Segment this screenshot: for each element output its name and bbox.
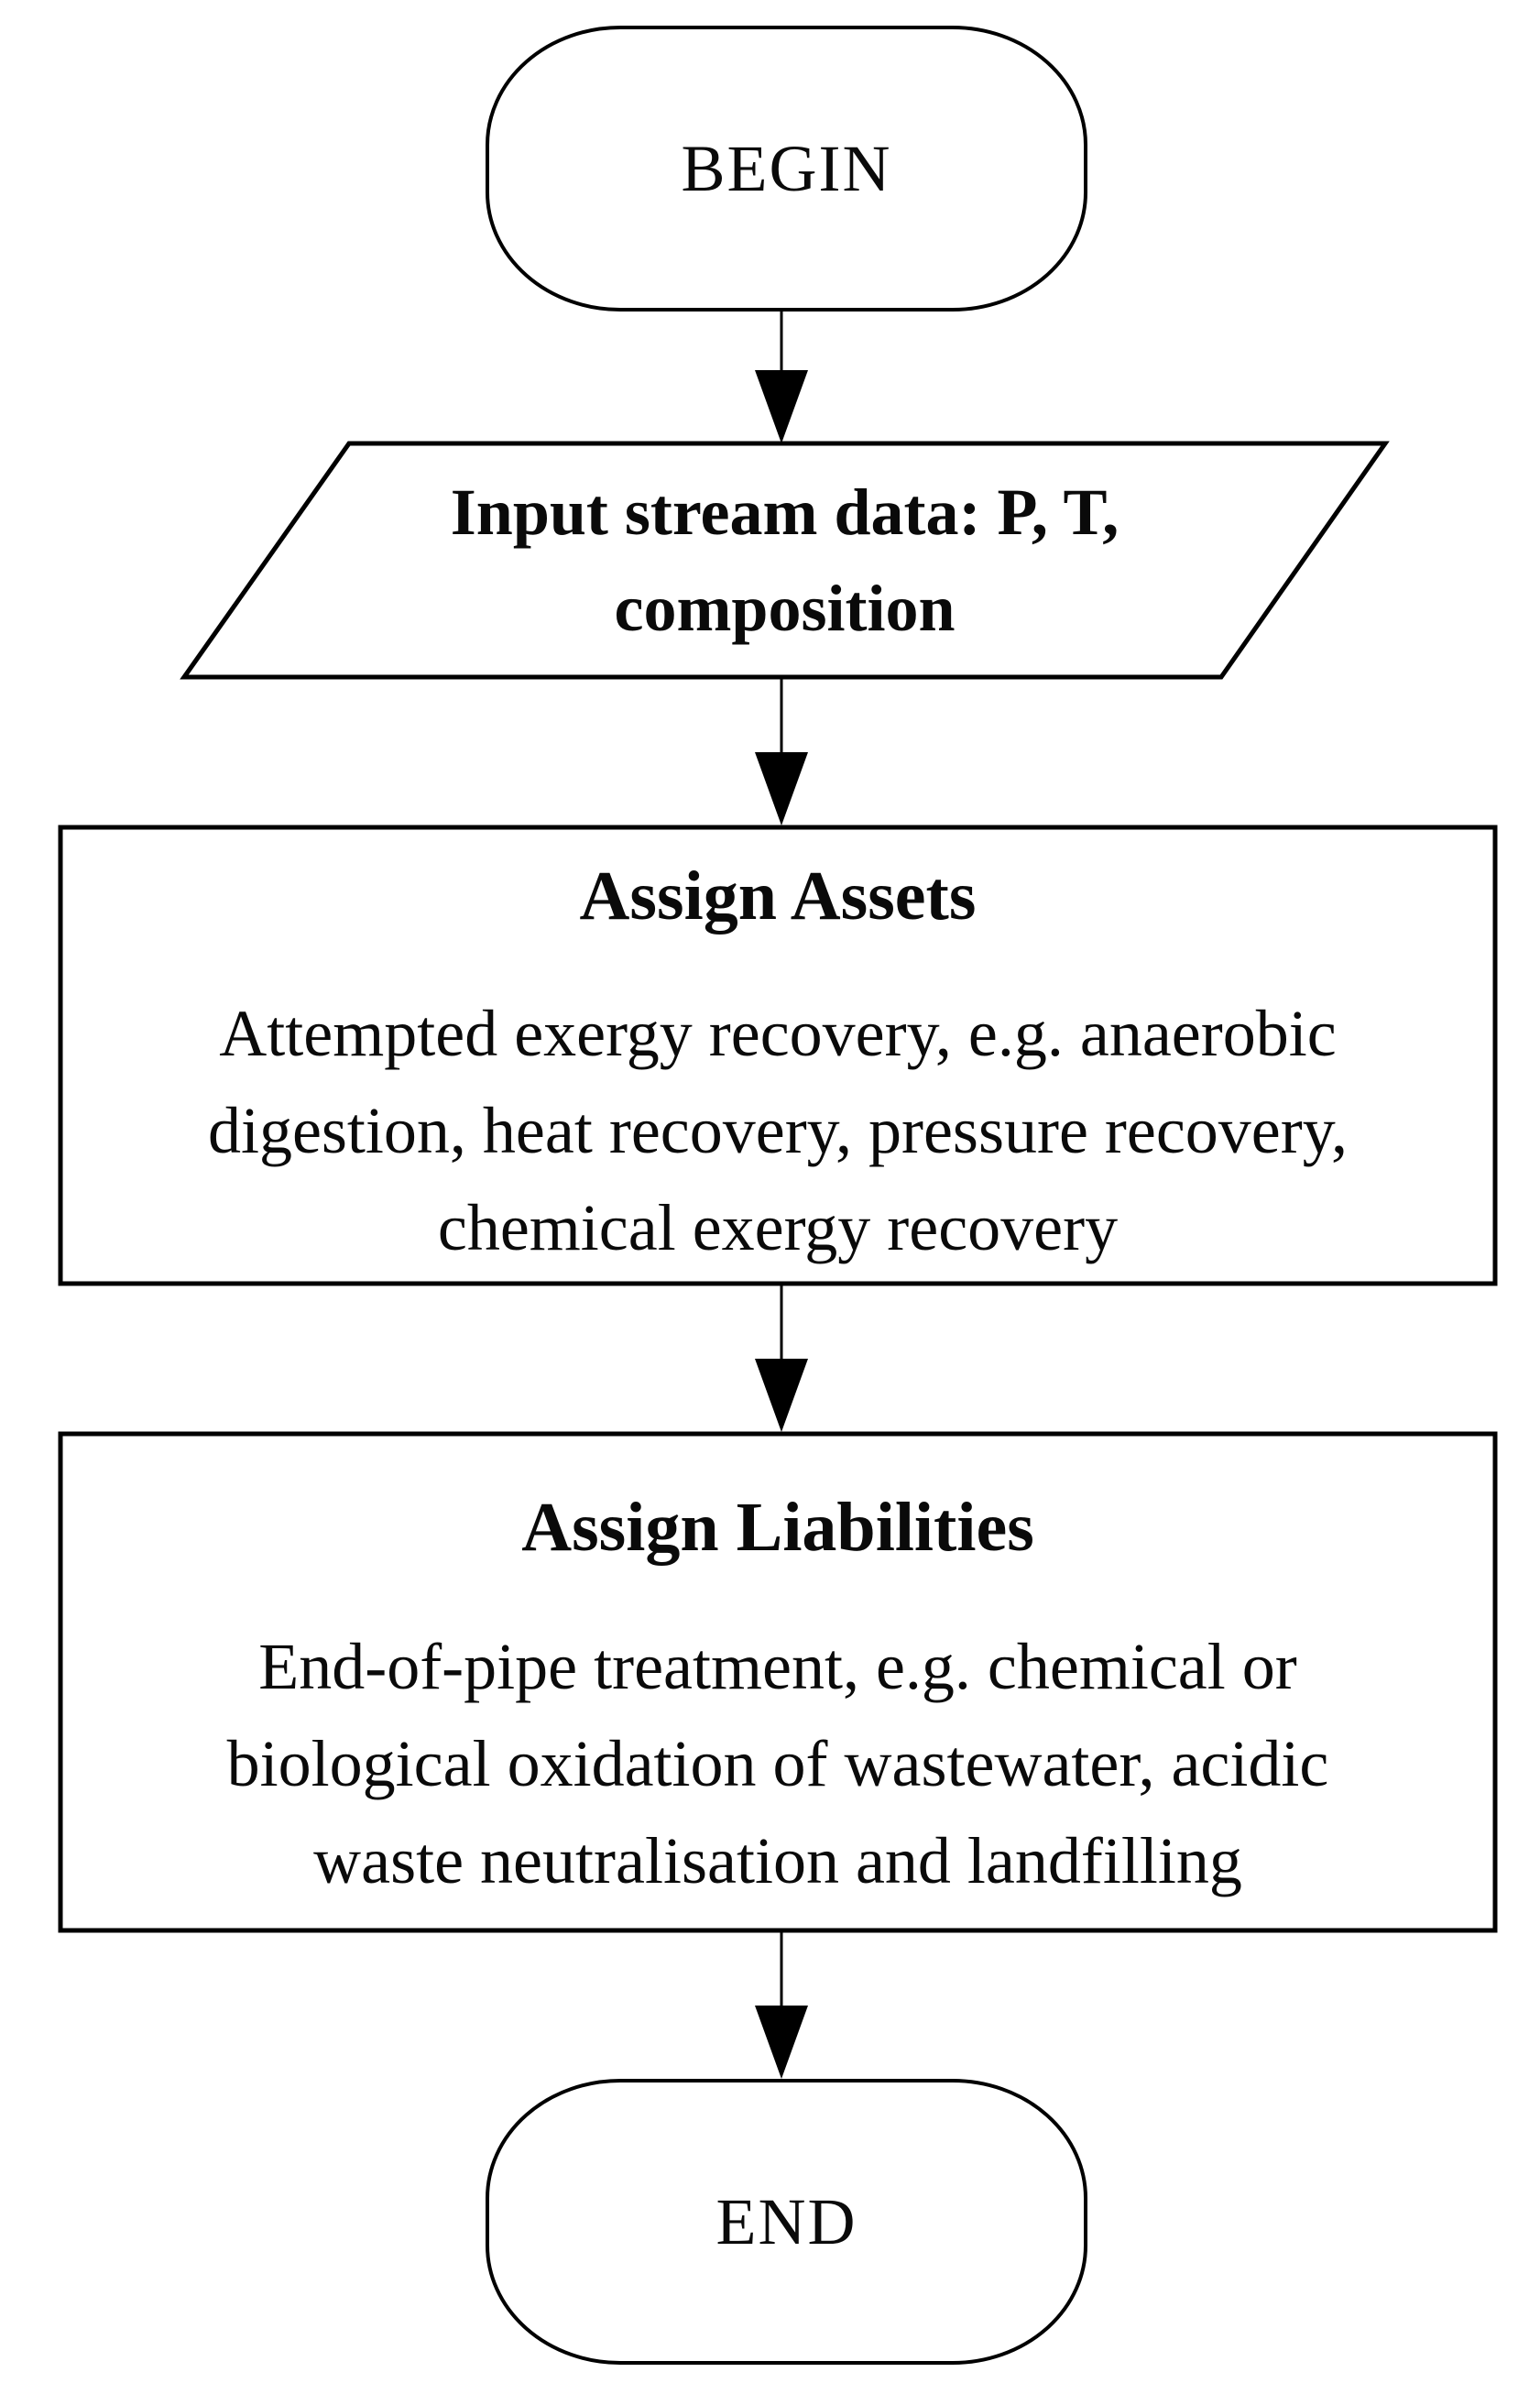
- liabilities-node-content: Assign Liabilities End-of-pipe treatment…: [60, 1434, 1495, 1981]
- arrow-assets-to-liabilities: [755, 1284, 808, 1432]
- assets-node-content: Assign Assets Attempted exergy recovery,…: [60, 827, 1495, 1309]
- assets-body-line-3: chemical exergy recovery: [437, 1190, 1119, 1264]
- input-node-label: Input stream data: P, T, composition: [184, 443, 1385, 677]
- arrow-liabilities-to-end: [755, 1930, 808, 2079]
- begin-node-shape: [486, 26, 1087, 312]
- arrow-input-to-assets: [755, 677, 808, 825]
- arrowhead-down-icon: [755, 1359, 808, 1432]
- input-node-line-1: Input stream data: P, T,: [450, 476, 1120, 550]
- assets-node-title: Assign Assets: [579, 858, 977, 935]
- input-node-line-2: composition: [614, 571, 956, 645]
- arrowhead-down-icon: [755, 370, 808, 443]
- end-node-label: END: [715, 2184, 857, 2258]
- arrowhead-down-icon: [755, 2006, 808, 2079]
- arrowhead-down-icon: [755, 752, 808, 825]
- assets-node-body: Attempted exergy recovery, e.g. anaerobi…: [208, 986, 1348, 1276]
- liabilities-node-body: End-of-pipe treatment, e.g. chemical or …: [227, 1619, 1329, 1909]
- assets-node-shape: [58, 825, 1498, 1286]
- liabilities-node-title: Assign Liabilities: [521, 1489, 1034, 1566]
- liabilities-body-line-1: End-of-pipe treatment, e.g. chemical or: [258, 1630, 1297, 1703]
- begin-node-label: BEGIN: [681, 131, 892, 205]
- liabilities-node-shape: [58, 1431, 1498, 1933]
- arrow-begin-to-input: [755, 310, 808, 443]
- end-node-shape: [486, 2079, 1087, 2365]
- input-node-shape: [180, 441, 1390, 680]
- assets-body-line-2: digestion, heat recovery, pressure recov…: [207, 1093, 1349, 1167]
- liabilities-body-line-2: biological oxidation of wastewater, acid…: [226, 1726, 1329, 1800]
- assets-body-line-1: Attempted exergy recovery, e.g. anaerobi…: [219, 997, 1337, 1070]
- liabilities-body-line-3: waste neutralisation and landfilling: [313, 1823, 1242, 1897]
